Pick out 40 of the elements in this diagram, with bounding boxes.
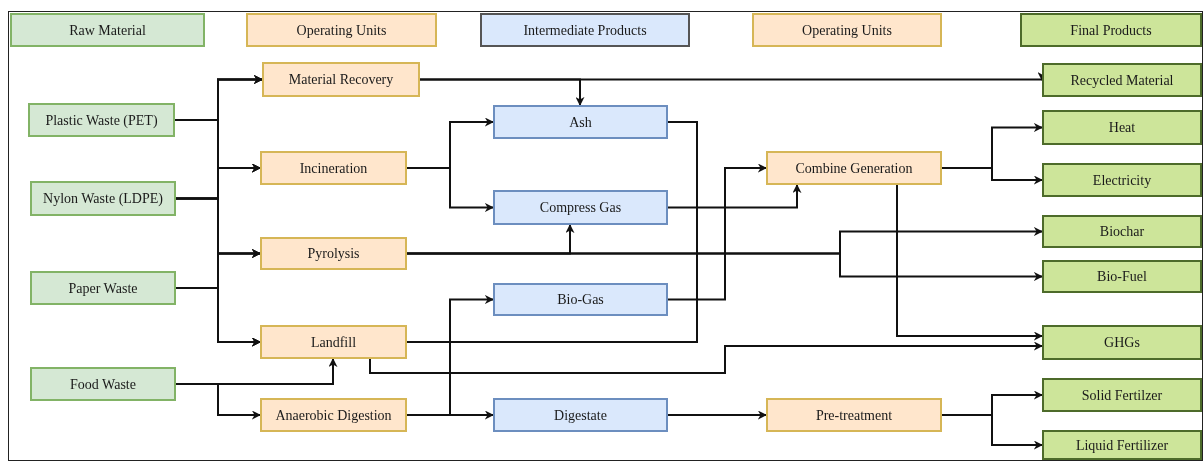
arrow <box>369 341 1043 374</box>
final-product-box: Electricity <box>1042 163 1202 197</box>
final-product-box: Liquid Fertilizer <box>1042 430 1202 460</box>
product-box: Bio-Gas <box>493 283 668 316</box>
category-header: Raw Material <box>10 13 205 47</box>
final-product-box: GHGs <box>1042 325 1202 360</box>
category-header: Final Products <box>1020 13 1202 47</box>
process-box: Combine Generation <box>766 151 942 185</box>
category-header: Intermediate Products <box>480 13 690 47</box>
process-box: Incineration <box>260 151 407 185</box>
final-product-box: Heat <box>1042 110 1202 145</box>
process-box: Pre-treatment <box>766 398 942 432</box>
final-product-box: Solid Fertilzer <box>1042 378 1202 412</box>
arrow <box>406 410 494 420</box>
arrow <box>406 167 494 212</box>
arrow <box>667 410 767 420</box>
process-box: Pyrolysis <box>260 237 407 270</box>
category-header: Operating Units <box>752 13 942 47</box>
product-box: Digestate <box>493 398 668 432</box>
arrow <box>896 184 1043 341</box>
category-header: Operating Units <box>246 13 437 47</box>
arrow <box>667 163 767 301</box>
process-box: Anaerobic Digestion <box>260 398 407 432</box>
raw-material-box: Paper Waste <box>30 271 176 305</box>
arrow <box>941 414 1043 450</box>
product-box: Ash <box>493 105 668 139</box>
arrow <box>667 184 802 209</box>
final-product-box: Recycled Material <box>1042 63 1202 97</box>
final-product-box: Bio-Fuel <box>1042 260 1202 293</box>
raw-material-box: Food Waste <box>30 367 176 401</box>
final-product-box: Biochar <box>1042 215 1202 248</box>
process-box: Landfill <box>260 325 407 359</box>
raw-material-box: Plastic Waste (PET) <box>28 103 175 137</box>
raw-material-box: Nylon Waste (LDPE) <box>30 181 176 216</box>
arrow <box>406 252 1043 281</box>
arrow <box>941 167 1043 185</box>
process-box: Material Recovery <box>262 62 420 97</box>
arrow <box>175 287 261 347</box>
product-box: Compress Gas <box>493 190 668 225</box>
arrow <box>175 383 261 420</box>
